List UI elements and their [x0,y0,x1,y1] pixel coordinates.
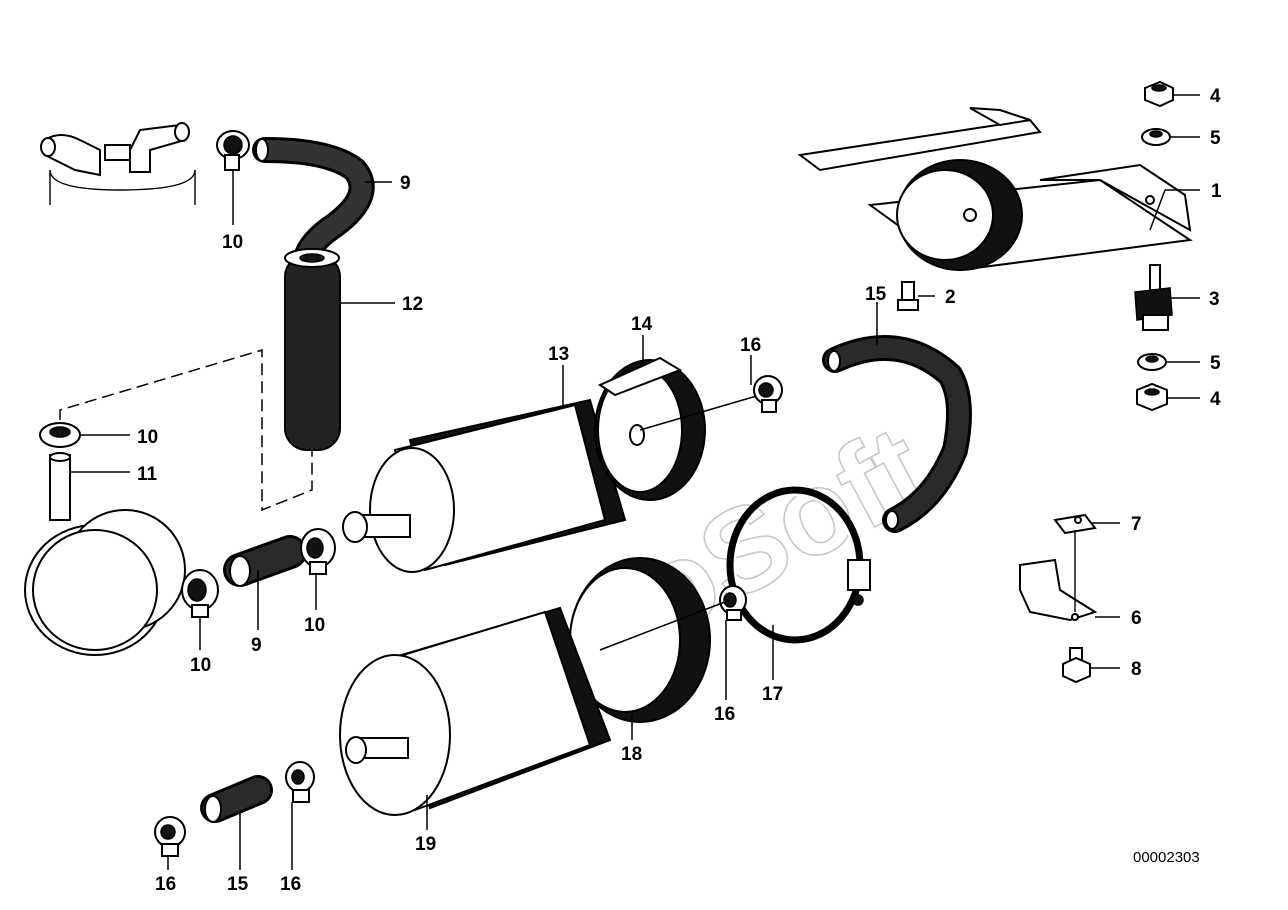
callout-3: 3 [1209,289,1220,310]
pressure-damper [24,452,186,656]
callout-15-bottom: 15 [227,874,249,895]
fuel-hose-9-short [223,535,307,587]
callout-2: 2 [945,287,956,308]
callout-15-top: 15 [865,284,887,305]
callout-4-bottom: 4 [1210,389,1221,410]
callout-4-top: 4 [1210,86,1221,107]
callout-14: 14 [631,314,653,335]
nut-4-top [1144,80,1174,108]
callout-17: 17 [762,684,783,705]
routing-line [59,348,313,512]
callout-1: 1 [1211,181,1222,202]
callout-10-center: 10 [304,615,325,636]
callout-16-lower: 16 [280,874,301,895]
fuel-pump-13 [342,398,627,573]
hose-clamp-16-middle [719,585,747,621]
mounting-bracket-1 [797,107,1193,272]
callout-12: 12 [402,294,423,315]
callout-5-top: 5 [1210,128,1221,149]
callout-8: 8 [1131,659,1142,680]
callout-labels: 1 2 3 4 4 5 5 6 7 8 9 9 10 10 10 10 11 1… [137,86,1222,895]
callout-16-upper: 16 [740,335,761,356]
fuel-hose-15-short [200,775,273,823]
hose-clamp-16-lower [285,761,315,803]
callout-19: 19 [415,834,436,855]
rubber-mount-14 [594,356,761,501]
fuel-hose-9-curved [252,137,375,278]
callout-10-top: 10 [222,232,243,253]
hose-clamp-16-left [154,816,186,857]
washer-5-top [1141,128,1171,146]
fuel-hose-12 [284,248,341,451]
leader-lines [70,94,1200,870]
callout-9-bottom: 9 [251,635,262,656]
hose-clamp-10-left [39,422,81,448]
fuel-filter-19 [339,606,612,816]
bracket-6 [1019,513,1098,622]
callout-7: 7 [1131,514,1142,535]
callout-16-middle: 16 [714,704,735,725]
callout-13: 13 [548,344,569,365]
callout-18: 18 [621,744,642,765]
rubber-sleeve-18 [569,557,731,723]
bolt-2 [897,281,919,311]
callout-16-left: 16 [155,874,176,895]
tank-filler-neck [40,122,196,205]
callout-6: 6 [1131,608,1142,629]
washer-5-bottom [1137,353,1167,371]
hose-clamp-10-center [300,528,336,575]
hose-clamp-16-upper [753,375,783,413]
callout-10-bottom-left: 10 [190,655,211,676]
callout-11: 11 [137,464,158,485]
hose-clamp-10-bottom-left [181,569,219,618]
hose-clamp-10-top [216,130,250,171]
screw-8 [1062,647,1091,684]
nut-4-bottom [1136,382,1168,412]
clamp-band-17 [726,486,871,644]
document-number: 00002303 [1133,849,1200,866]
rubber-mount-3 [1134,264,1173,331]
callout-9-top: 9 [400,173,411,194]
callout-5-bottom: 5 [1210,353,1221,374]
callout-10-left: 10 [137,427,158,448]
fuel-hose-15-curved [822,335,972,533]
